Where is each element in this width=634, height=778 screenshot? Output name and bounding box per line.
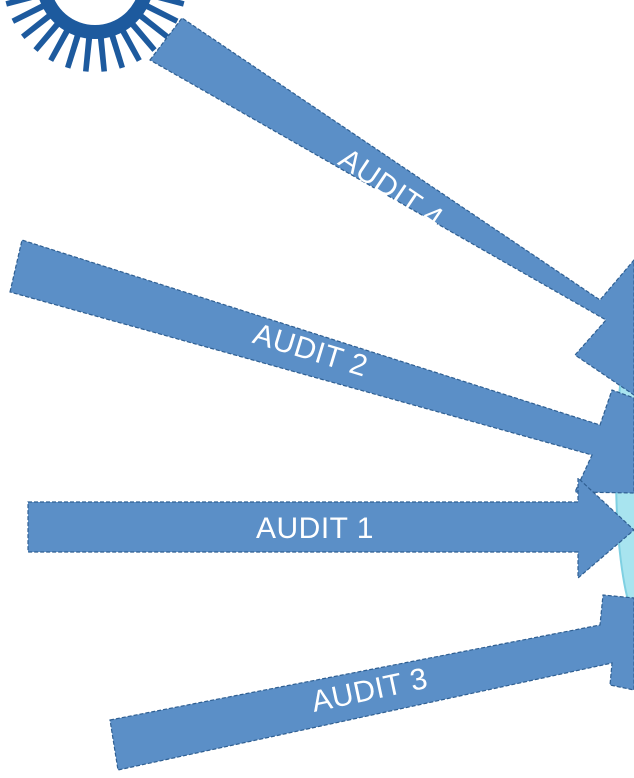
sunburst-ray (142, 1, 179, 24)
sunburst-ring (39, 0, 151, 39)
arrow-audit-1-shape (27, 476, 634, 580)
sunburst-ray (157, 0, 185, 7)
sunburst-ray (97, 34, 107, 72)
sunburst-ray (20, 11, 54, 40)
sunburst-ray (83, 34, 93, 72)
arrow-audit-1-label: AUDIT 1 (256, 512, 374, 545)
sunburst-ray (136, 11, 170, 40)
arrow-audit-2-shape (9, 239, 634, 494)
arrow-audit-3-shape (109, 594, 634, 771)
sunburst-ray (5, 0, 33, 7)
sunburst-ray (11, 1, 48, 24)
sunburst-ray (128, 19, 157, 52)
arrow-audit-1: AUDIT 1 (27, 476, 634, 580)
sunburst-ray (33, 19, 62, 52)
sunburst-logo-icon (5, 0, 185, 72)
sunburst-ray (108, 31, 125, 69)
arrow-audit-3: AUDIT 3 (109, 594, 634, 771)
arrow-audit-4-shape (149, 17, 634, 396)
sunburst-ray (48, 26, 72, 62)
sunburst-ray (118, 26, 142, 62)
sunburst-ray (65, 31, 82, 69)
